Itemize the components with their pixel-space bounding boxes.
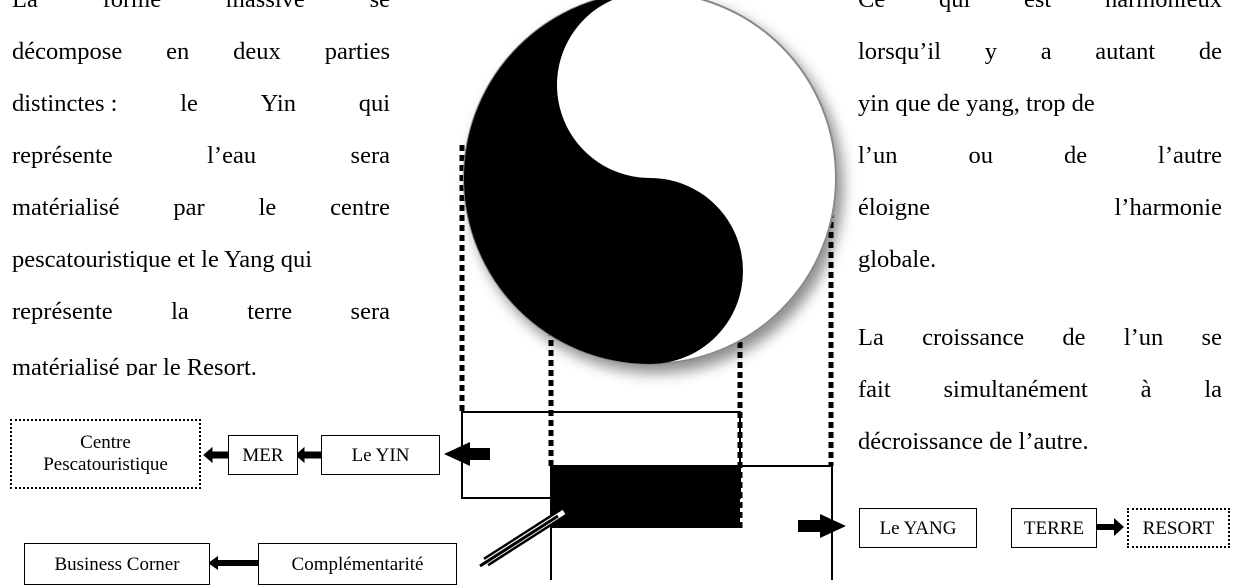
word: Ce [858,0,885,14]
right-line-2: lorsqu’il y a autant de [858,38,1222,66]
word: lorsqu’il [858,38,942,65]
word: deux [233,38,281,65]
arrow-right-icon [798,514,846,538]
word: forme [103,0,162,14]
word: sera [350,298,390,325]
word: l’harmonie [1114,194,1223,221]
word: représente [12,142,113,169]
word: de [1062,324,1086,351]
word: a [1040,38,1052,65]
left-line-8: matérialisé par le Resort. [12,354,257,376]
word: Yin [260,90,296,117]
box-label: Complémentarité [291,553,424,575]
right-line-1: Ce qui est harmonieux [858,0,1222,14]
left-line-2: décompose en deux parties [12,38,390,66]
word: croissance [922,324,1025,351]
box-label: TERRE [1023,517,1085,539]
word: à [1140,376,1152,403]
word: ou [968,142,993,169]
right-line-9: décroissance de l’autre. [858,428,1089,456]
word: simultanément [943,376,1088,403]
right-line-5: éloigne l’harmonie [858,194,1222,222]
box-label: Le YIN [351,444,410,466]
left-line-5: matérialisé par le centre [12,194,390,222]
right-line-7: La croissance de l’un se [858,324,1222,352]
word: qui [939,0,970,14]
arrow-diagonal-icon [479,507,567,568]
word: massive [226,0,305,14]
yang-dot-icon [620,240,680,300]
word: de [1198,38,1222,65]
word: représente [12,298,113,325]
yin-dot-icon [620,56,680,116]
word: se [370,0,390,14]
word: La [12,0,38,14]
word: sera [350,142,390,169]
word: matérialisé par le Resort. [12,354,257,376]
word: se [1201,324,1222,351]
resort-box: RESORT [1127,508,1230,548]
word: la [1204,376,1222,403]
word: l’un [1123,324,1164,351]
left-line-3: distinctes : le Yin qui [12,90,390,118]
word: matérialisé [12,194,120,221]
box-label: MER [242,444,284,466]
word: centre [330,194,390,221]
mer-box: MER [228,435,298,475]
word: le [180,90,198,117]
word: La [858,324,884,351]
word: décompose [12,38,123,65]
word: parties [324,38,390,65]
word: harmonieux [1105,0,1222,14]
yin-yang-icon [463,0,837,365]
word: par [173,194,205,221]
word: terre [247,298,293,325]
word: la [171,298,189,325]
word: en [166,38,190,65]
business-corner-box: Business Corner [24,543,210,585]
word: yin que de yang, trop de [858,90,1095,117]
word: y [984,38,997,65]
projection-lines [459,145,834,530]
word: de [1063,142,1088,169]
word: fait [858,376,891,403]
word: éloigne [858,194,931,221]
left-line-4: représente l’eau sera [12,142,390,170]
word: globale. [858,246,937,273]
right-line-4: l’un ou de l’autre [858,142,1222,170]
box-label: Business Corner [54,553,180,575]
arrow-left-icon [208,556,258,570]
arrow-left-icon [444,442,490,466]
word: l’eau [207,142,257,169]
word: autant [1095,38,1156,65]
word: décroissance de l’autre. [858,428,1089,455]
arrow-right-icon [1092,518,1124,536]
left-line-1: La forme massive se [12,0,390,14]
left-line-7: représente la terre sera [12,298,390,326]
word: est [1024,0,1051,14]
complementarite-box: Complémentarité [258,543,457,585]
box-label: Le YANG [879,517,957,539]
left-line-6: pescatouristique et le Yang qui [12,246,312,274]
word: distinctes : [12,90,118,117]
box-label: Centre Pescatouristique [43,432,168,475]
box-label: RESORT [1142,517,1215,539]
overlap-zone [551,466,740,528]
word: le [258,194,277,221]
le-yang-box: Le YANG [859,508,977,548]
centre-pescatouristique-box: Centre Pescatouristique [10,419,201,489]
right-line-3: yin que de yang, trop de [858,90,1095,118]
word: qui [358,90,390,117]
right-line-6: globale. [858,246,936,274]
le-yin-box: Le YIN [321,435,440,475]
word: l’autre [1158,142,1222,169]
arrow-left-icon [203,446,231,464]
word: pescatouristique et le Yang qui [12,246,313,273]
word: l’un [858,142,898,169]
terre-box: TERRE [1011,508,1097,548]
right-line-8: fait simultanément à la [858,376,1222,404]
